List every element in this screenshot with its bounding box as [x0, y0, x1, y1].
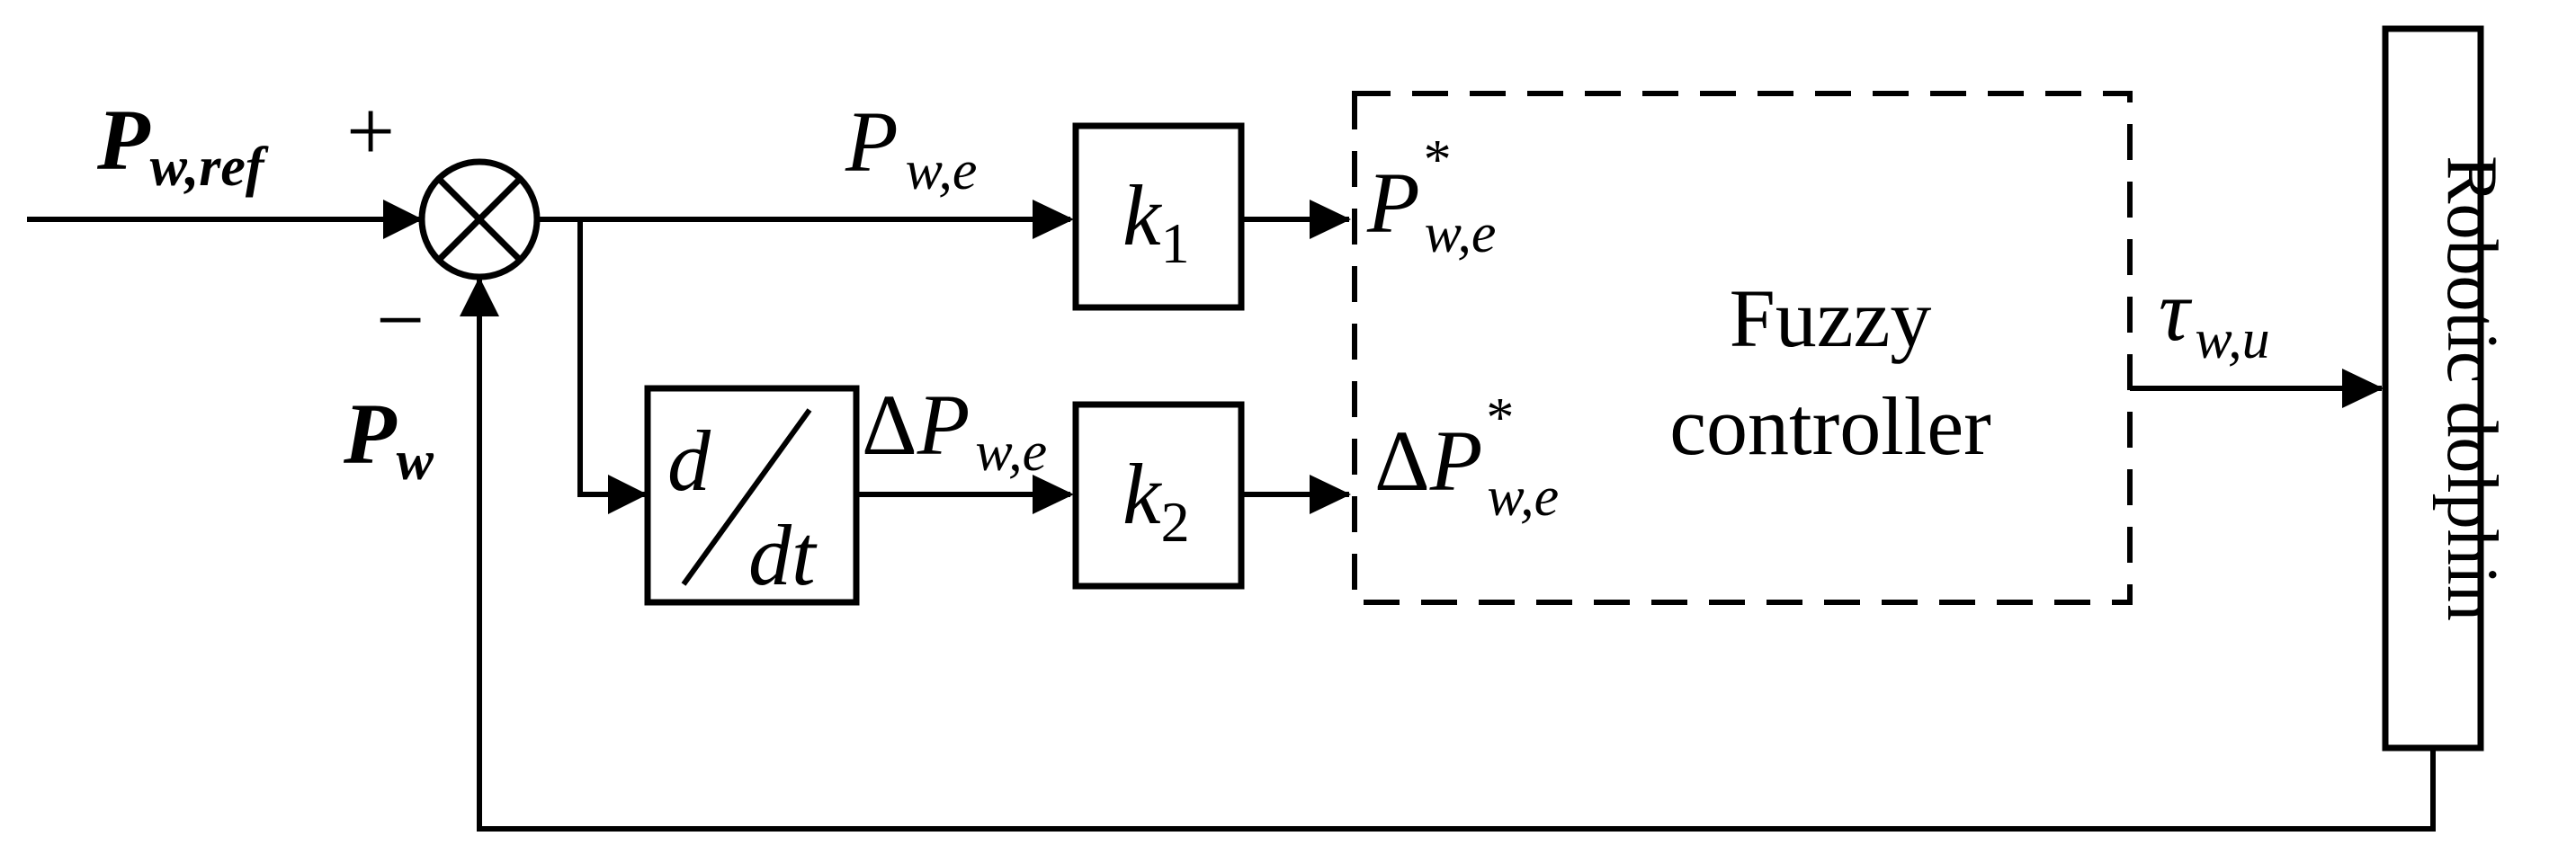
derivative-block: [644, 385, 860, 606]
plant-input-arrowhead: [2342, 369, 2384, 408]
fuzzy-input1-arrowhead: [1310, 200, 1351, 239]
summing-junction: [418, 158, 541, 280]
robotic-dolphin-block: [2382, 25, 2484, 752]
feedback-path-line: [477, 279, 2436, 832]
delta-error-label: ΔPw,e: [862, 377, 1047, 483]
fuzzy-controller-block: [1352, 91, 2133, 605]
gain-k1-block: [1072, 122, 1245, 311]
k2-input-arrowhead: [1033, 475, 1074, 514]
minus-sign: −: [376, 271, 425, 368]
fuzzy-controller-title-line2: controller: [1669, 380, 1991, 472]
input-arrowhead: [383, 200, 423, 239]
derivative-denominator: dt: [748, 507, 818, 603]
derivative-input-arrowhead: [608, 475, 648, 514]
gain-k2-block: [1072, 401, 1245, 590]
feedback-signal-label: Pw: [343, 386, 434, 492]
input-reference-label: Pw,ref: [96, 92, 269, 198]
scaled-delta-label: ΔP*w,e: [1374, 387, 1559, 528]
fuzzy-input2-arrowhead: [1310, 475, 1351, 514]
derivative-numerator: d: [667, 413, 711, 509]
control-output-label: τw,u: [2159, 262, 2270, 370]
fuzzy-controller-title-line1: Fuzzy: [1730, 272, 1932, 364]
k1-input-arrowhead: [1033, 200, 1074, 239]
plus-sign: +: [346, 83, 395, 179]
derivative-slash: [681, 408, 812, 586]
scaled-error-label: P*w,e: [1366, 129, 1496, 264]
feedback-arrowhead: [460, 277, 499, 316]
derivative-branch-line: [577, 219, 646, 497]
robotic-dolphin-label: Robotic dolphin: [2432, 156, 2511, 621]
gain-k2-label: k2: [1123, 446, 1190, 554]
gain-k1-label: k1: [1123, 167, 1190, 275]
